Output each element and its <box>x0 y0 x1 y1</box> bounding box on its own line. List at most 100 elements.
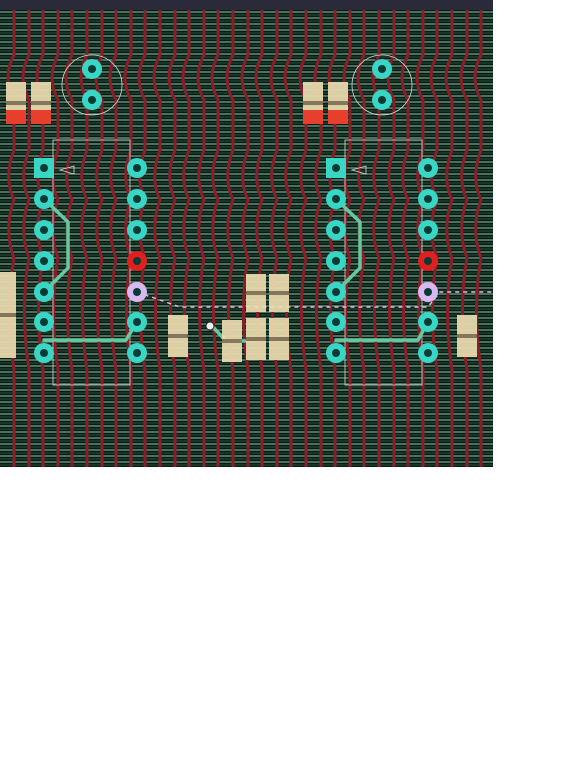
round-pad-icon[interactable] <box>34 343 54 363</box>
round-pad-icon[interactable] <box>127 251 147 271</box>
smd-gap <box>31 101 51 105</box>
pad-hole <box>40 318 48 326</box>
pad-hole <box>332 318 340 326</box>
vertical-trace <box>356 10 366 467</box>
round-pad-icon[interactable] <box>326 251 346 271</box>
round-pad-icon[interactable] <box>127 282 147 302</box>
routed-track <box>42 197 70 294</box>
via-icon <box>205 321 215 331</box>
routed-track <box>334 197 362 294</box>
round-pad-icon[interactable] <box>418 312 438 332</box>
pad-hole <box>332 195 340 203</box>
round-pad-icon[interactable] <box>326 189 346 209</box>
pad-hole <box>378 65 386 73</box>
pad-hole <box>133 349 141 357</box>
vertical-trace <box>152 10 162 467</box>
smd-gap <box>328 101 348 105</box>
round-pad-icon[interactable] <box>418 220 438 240</box>
square-pad-icon[interactable] <box>34 158 54 178</box>
pad-hole <box>378 96 386 104</box>
round-pad-icon[interactable] <box>34 251 54 271</box>
round-pad-icon[interactable] <box>418 343 438 363</box>
round-pad-icon[interactable] <box>326 220 346 240</box>
round-pad-icon[interactable] <box>127 220 147 240</box>
vertical-trace <box>386 10 396 467</box>
smd-pad-red <box>6 110 26 124</box>
round-pad-icon[interactable] <box>418 158 438 178</box>
vertical-trace <box>196 10 206 467</box>
pad-hole <box>40 195 48 203</box>
round-pad-icon[interactable] <box>372 59 392 79</box>
round-pad-icon[interactable] <box>82 90 102 110</box>
pad-hole <box>40 164 48 172</box>
vertical-trace <box>240 10 250 467</box>
pad-hole <box>332 349 340 357</box>
round-pad-icon[interactable] <box>326 343 346 363</box>
round-pad-icon[interactable] <box>127 343 147 363</box>
smd-gap <box>269 337 289 341</box>
vertical-trace <box>94 10 104 467</box>
vertical-trace <box>50 10 60 467</box>
pad-hole <box>40 257 48 265</box>
through-hole-pads[interactable] <box>34 59 438 363</box>
smd-gap <box>246 337 266 341</box>
pad-hole <box>133 164 141 172</box>
pad-hole <box>40 349 48 357</box>
smd-part <box>269 274 289 312</box>
round-pad-icon[interactable] <box>34 312 54 332</box>
round-pad-icon[interactable] <box>34 189 54 209</box>
pcb-canvas[interactable] <box>0 0 493 467</box>
pcb-layout-view[interactable] <box>0 0 493 467</box>
blank-area <box>0 467 574 768</box>
smd-gap <box>0 313 16 317</box>
smd-gap <box>303 101 323 105</box>
round-pad-icon[interactable] <box>127 312 147 332</box>
vertical-trace <box>167 10 177 467</box>
vertical-trace <box>371 10 381 467</box>
pad-hole <box>332 288 340 296</box>
pad-hole <box>424 226 432 234</box>
vertical-trace <box>400 10 410 467</box>
round-pad-icon[interactable] <box>372 90 392 110</box>
view-top-bar <box>0 0 493 10</box>
smd-part <box>457 315 477 357</box>
smd-pad-red <box>328 110 348 124</box>
round-pad-icon[interactable] <box>418 251 438 271</box>
pad-hole <box>40 288 48 296</box>
smd-part <box>31 82 51 124</box>
pad-hole <box>133 195 141 203</box>
pad-hole <box>424 349 432 357</box>
pad-hole <box>332 226 340 234</box>
round-pad-icon[interactable] <box>418 282 438 302</box>
smd-part <box>0 272 16 358</box>
square-pad-icon[interactable] <box>326 158 346 178</box>
round-pad-icon[interactable] <box>418 189 438 209</box>
smd-part <box>168 315 188 357</box>
smd-part <box>328 82 348 124</box>
pad-hole <box>133 288 141 296</box>
vertical-trace <box>108 10 118 467</box>
round-pad-icon[interactable] <box>326 312 346 332</box>
pad-hole <box>424 195 432 203</box>
round-pad-icon[interactable] <box>326 282 346 302</box>
smd-gap <box>246 291 266 295</box>
round-pad-icon[interactable] <box>127 158 147 178</box>
smd-gap <box>6 101 26 105</box>
pad-hole <box>332 257 340 265</box>
pad-hole <box>133 226 141 234</box>
smd-gap <box>269 291 289 295</box>
pad-hole <box>88 65 96 73</box>
pad-hole <box>133 257 141 265</box>
pad-hole <box>40 226 48 234</box>
vertical-trace <box>210 10 220 467</box>
pad-hole <box>424 288 432 296</box>
smd-components <box>0 82 477 362</box>
round-pad-icon[interactable] <box>34 282 54 302</box>
round-pad-icon[interactable] <box>34 220 54 240</box>
smd-part <box>246 274 266 312</box>
round-pad-icon[interactable] <box>127 189 147 209</box>
smd-part <box>269 318 289 360</box>
smd-part <box>222 320 242 362</box>
vertical-trace <box>473 10 483 467</box>
round-pad-icon[interactable] <box>82 59 102 79</box>
